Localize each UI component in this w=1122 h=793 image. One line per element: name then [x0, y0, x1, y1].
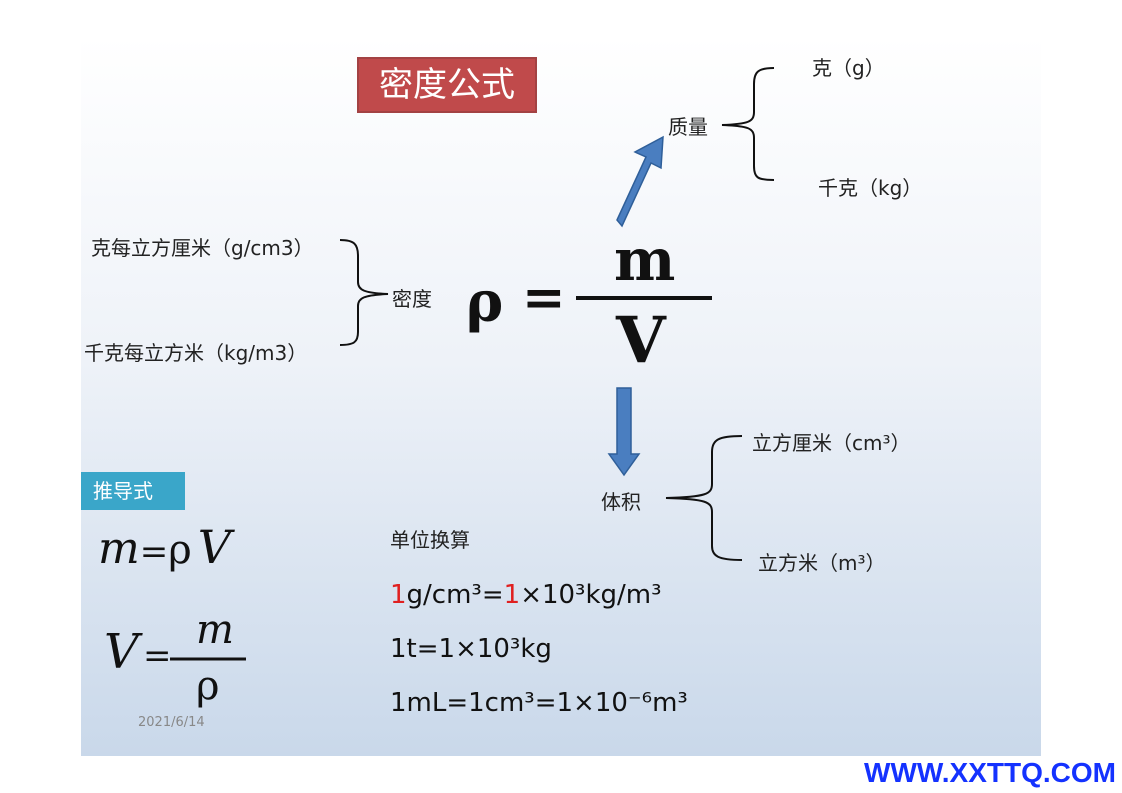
derived1-eq: = [139, 532, 169, 572]
volume-unit-cm3: 立方厘米（cm³） [752, 431, 911, 455]
derived2-rho: ρ [196, 663, 220, 709]
derived2-v: V [104, 624, 139, 680]
derived2-m: m [196, 607, 234, 653]
slide-background [81, 36, 1041, 756]
density-unit-gcm3: 克每立方厘米（g/cm3） [91, 236, 314, 260]
conv1-c: 1 [503, 580, 521, 610]
mass-unit-kg: 千克（kg） [818, 176, 923, 200]
up-arrow-icon [616, 135, 664, 228]
mass-label: 质量 [668, 115, 708, 139]
conv1-a: 1 [390, 580, 407, 610]
volume-label: 体积 [601, 490, 641, 514]
derived1-rho: ρ [168, 527, 192, 573]
mass-unit-g: 克（g） [812, 56, 885, 80]
down-arrow-icon [607, 387, 641, 477]
conversion-line-2: 1t=1×10³kg [390, 634, 552, 664]
conversion-line-3: 1mL=1cm³=1×10⁻⁶m³ [390, 688, 688, 718]
rho-symbol: ρ [466, 269, 504, 335]
slide-title: 密度公式 [357, 57, 537, 113]
volume-unit-m3: 立方米（m³） [758, 551, 886, 575]
conv1-d: ×10³kg/m³ [520, 580, 662, 610]
watermark: WWW.XXTTQ.COM [864, 757, 1116, 788]
derived1-m: m [98, 523, 140, 574]
main-numerator-m: m [614, 226, 676, 294]
density-unit-kgm3: 千克每立方米（kg/m3） [84, 341, 308, 365]
density-label: 密度 [392, 287, 432, 311]
density-brace [339, 239, 389, 346]
equals-sign: = [522, 267, 566, 328]
main-denominator-v: V [616, 303, 666, 378]
conversion-heading: 单位换算 [390, 528, 470, 552]
derived-label: 推导式 [81, 472, 185, 510]
conv1-b: g/cm³= [406, 580, 504, 610]
conversion-line-1: 1g/cm³=1×10³kg/m³ [390, 580, 662, 610]
mass-brace [721, 67, 775, 181]
slide-date: 2021/6/14 [138, 715, 205, 730]
volume-brace [665, 435, 743, 561]
derived1-v: V [197, 520, 231, 574]
derived2-eq: = [143, 636, 172, 676]
